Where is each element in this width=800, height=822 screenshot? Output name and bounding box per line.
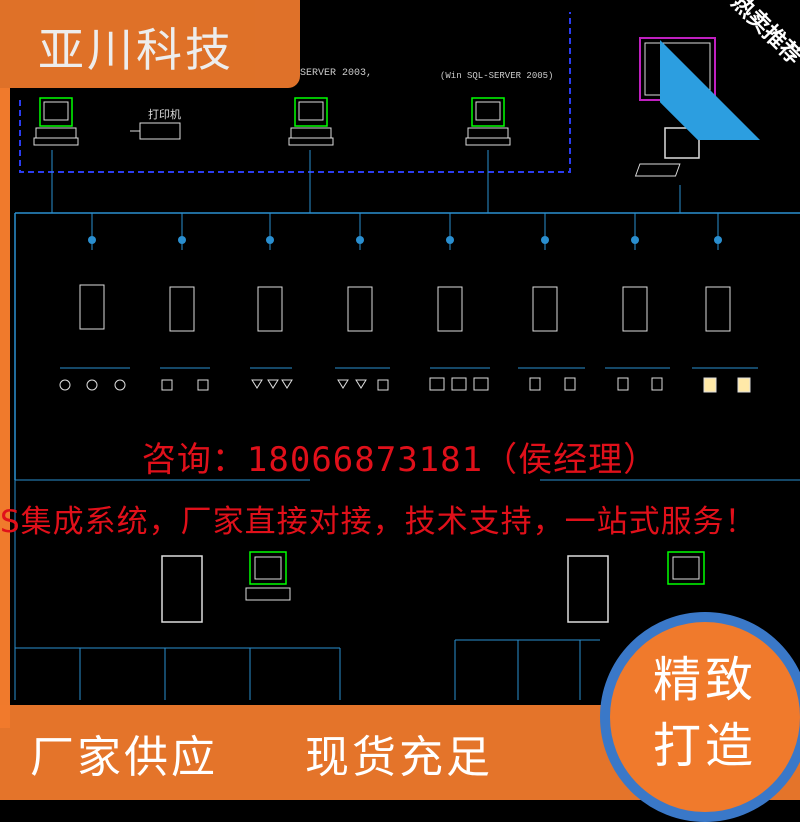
server-icon (622, 286, 648, 332)
server-icon (705, 286, 731, 332)
server-icon (169, 286, 195, 332)
subsystem-column (518, 213, 585, 391)
badge-line2: 打造 (652, 718, 757, 774)
subsystem-column (692, 213, 758, 393)
workstation-icon (288, 97, 334, 146)
workstation-icon (667, 551, 705, 585)
printer-icon (130, 122, 181, 140)
server-icon (79, 284, 105, 330)
bottom-left-slogan: 厂家供应 (30, 732, 218, 783)
consult-phone-text: 咨询：18066873181（侯经理） (141, 440, 659, 480)
top-label-sqlserver: (Win SQL-SERVER 2005) (440, 71, 553, 81)
printer-label: 打印机 (148, 107, 181, 121)
hot-ribbon: 热卖推荐 (660, 0, 800, 140)
dashed-frame (19, 12, 571, 173)
bottom-mid-slogan: 现货充足 (305, 732, 493, 783)
workstation-icon (33, 97, 79, 146)
brand-banner: 亚川科技 (0, 0, 300, 88)
server-icon (257, 286, 283, 332)
subsystem-column (429, 213, 490, 391)
subsystem-column (59, 213, 130, 391)
subsystem-column (605, 213, 670, 391)
subsystem-column (250, 213, 293, 389)
subsystem-column (160, 213, 210, 391)
server-icon (347, 286, 373, 332)
workstation-icon (245, 551, 291, 601)
server-icon (161, 555, 203, 623)
top-label-server: SERVER 2003, (300, 68, 372, 79)
server-icon (567, 555, 609, 623)
left-orange-border (0, 88, 10, 728)
subsystem-column (335, 213, 390, 391)
server-icon (532, 286, 558, 332)
server-icon (437, 286, 463, 332)
workstation-icon (634, 127, 700, 177)
service-slogan: S集成系统，厂家直接对接，技术支持，一站式服务！ (0, 504, 757, 540)
brand-name: 亚川科技 (38, 23, 234, 77)
ribbon-label: 热卖推荐 (726, 0, 800, 70)
badge-line1: 精致 (652, 652, 757, 708)
workstation-icon (465, 97, 511, 146)
